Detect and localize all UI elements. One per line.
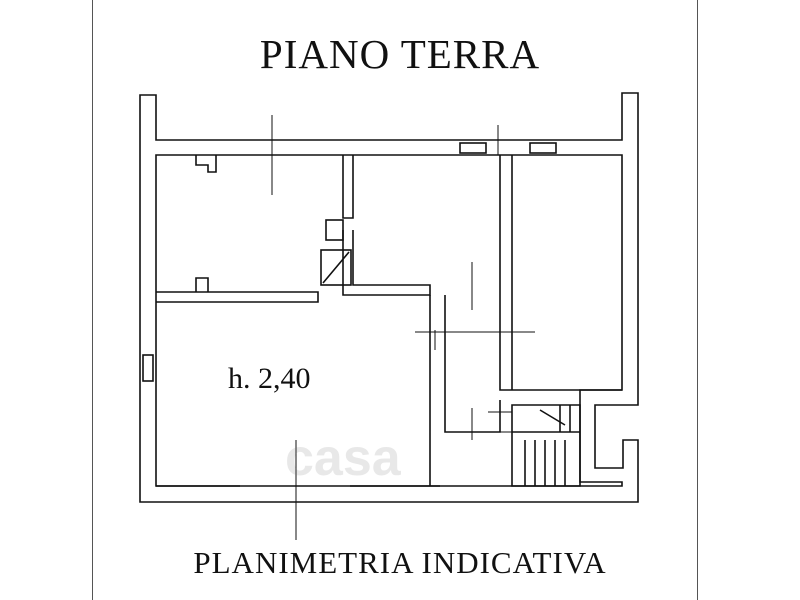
pillar-mid-left	[195, 277, 209, 292]
window-top-1	[459, 142, 487, 154]
window-left	[142, 354, 154, 382]
watermark-logo: casa	[285, 429, 401, 487]
floor-title: PIANO TERRA	[259, 31, 541, 77]
window-top-2	[529, 142, 557, 154]
right-frame-line	[697, 0, 698, 600]
wall-room-upper-left	[156, 291, 319, 303]
wall-room-middle	[342, 155, 431, 296]
left-frame-line	[92, 0, 93, 600]
pillar-top-left	[195, 155, 217, 173]
plan-caption: PLANIMETRIA INDICATIVA	[193, 545, 607, 580]
wall-corridor	[429, 295, 501, 486]
outer-wall-outer	[139, 92, 639, 503]
shaft-box	[320, 249, 352, 286]
staircase	[511, 404, 581, 487]
wall-room-right	[499, 155, 622, 391]
ceiling-height-label: h. 2,40	[228, 362, 311, 395]
